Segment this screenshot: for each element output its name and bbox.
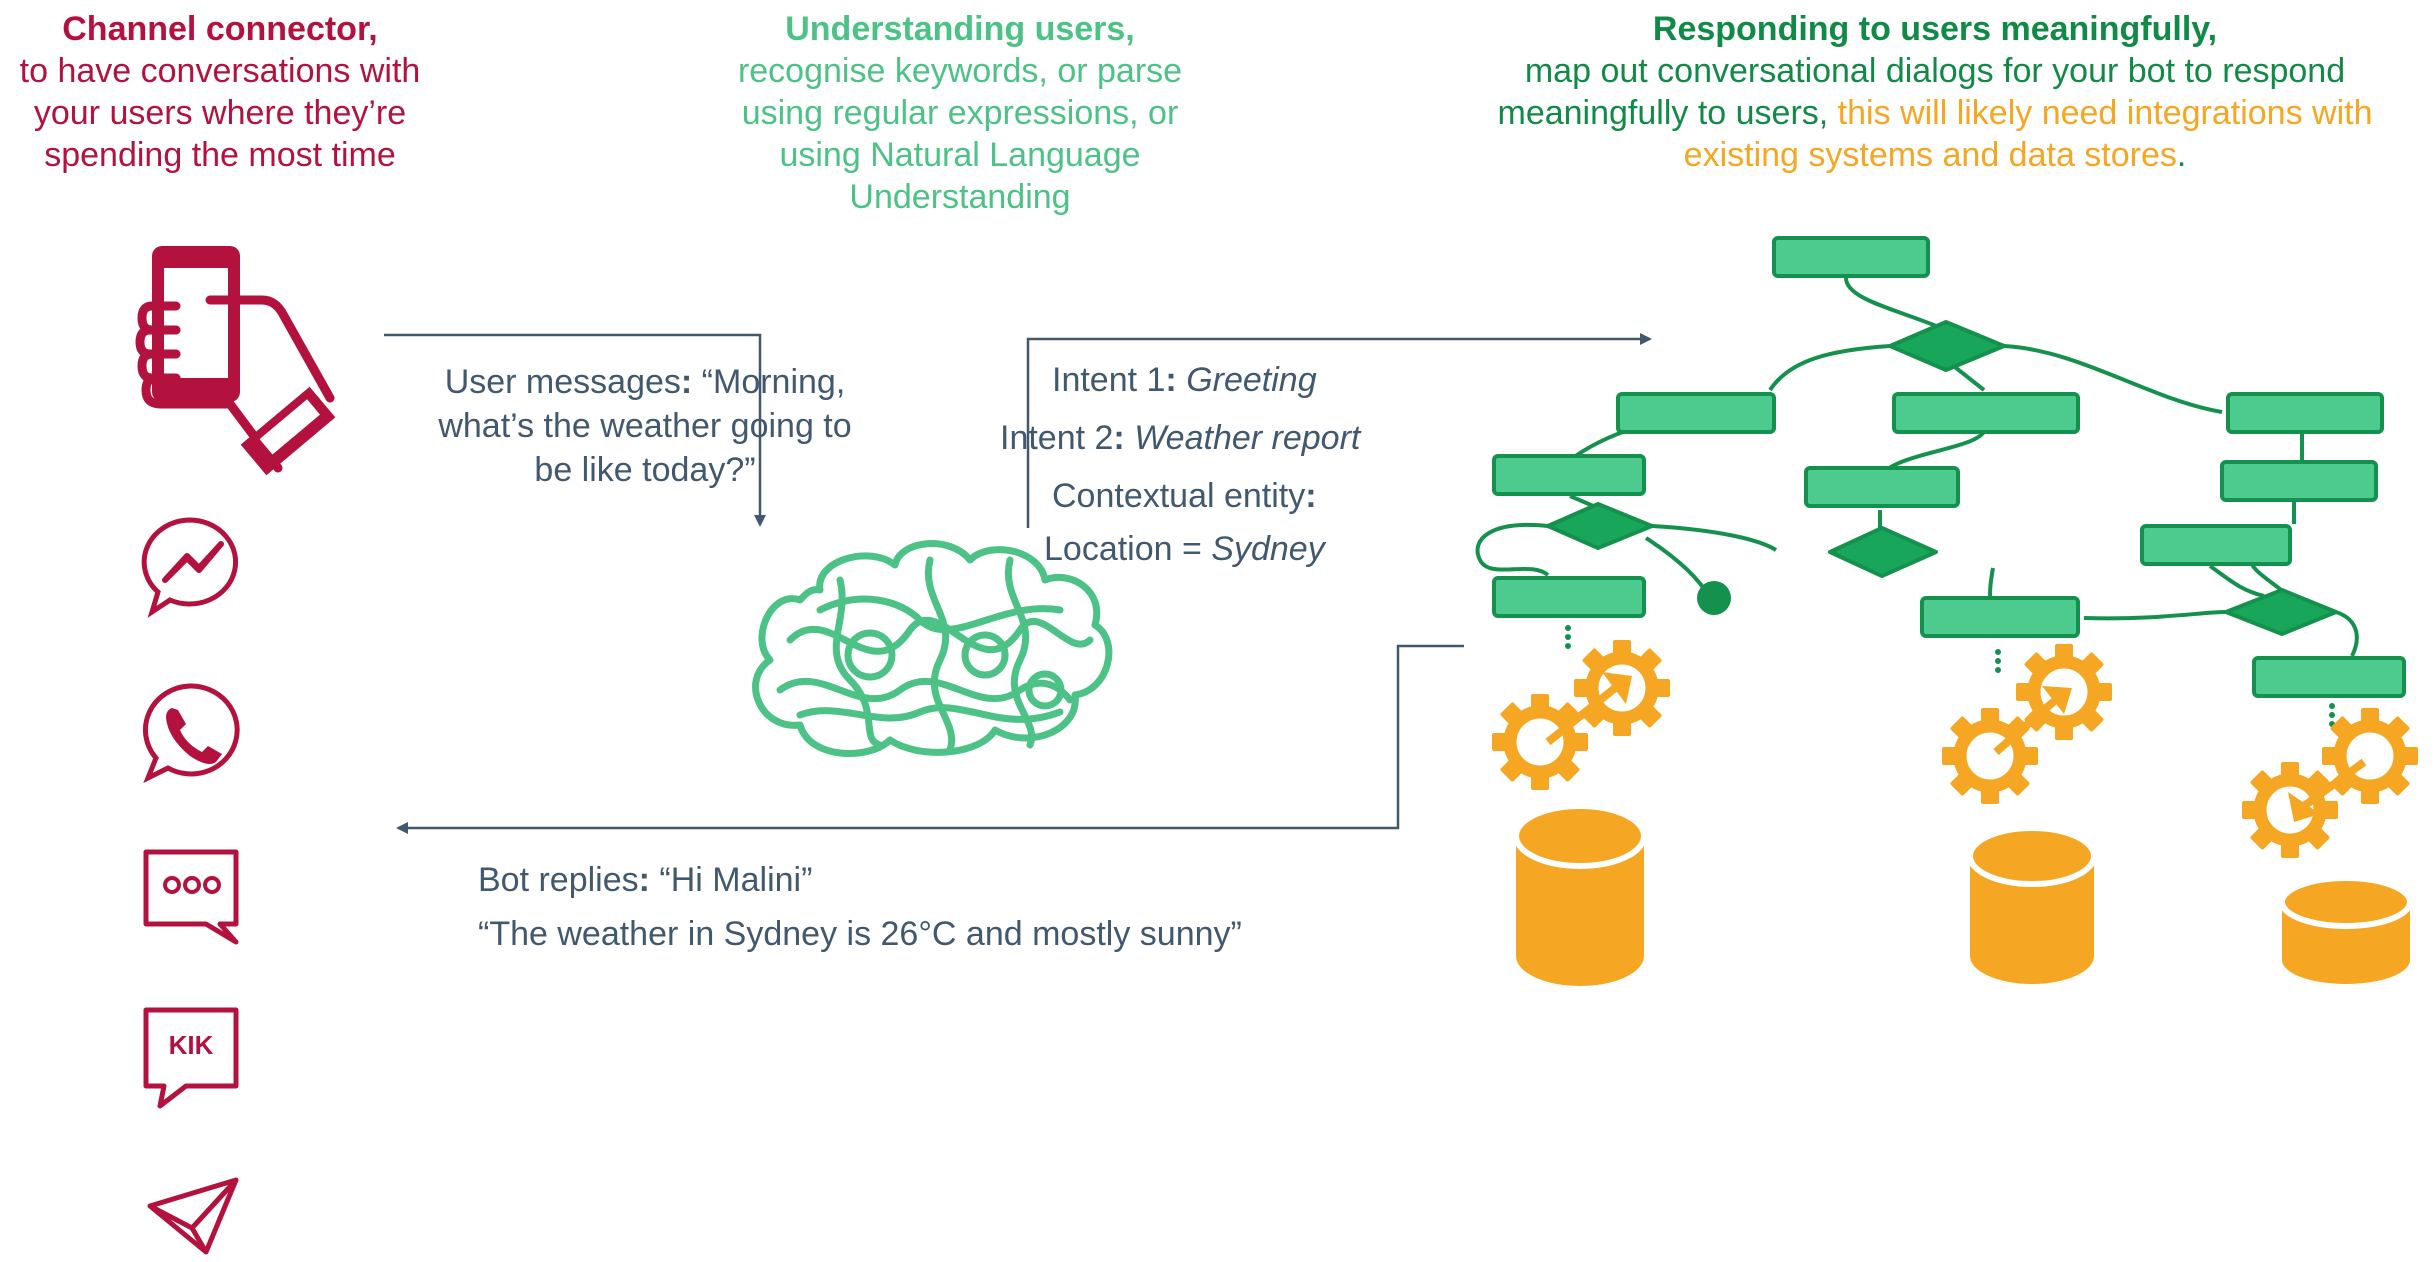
decision-diamond	[1888, 320, 2006, 372]
dialog-node	[1492, 454, 1646, 496]
intent-1-value: Greeting	[1186, 361, 1317, 399]
sms-icon	[143, 849, 239, 945]
user-message-line: what’s the weather going to	[438, 407, 852, 445]
database-icon	[2279, 875, 2413, 984]
integration-text: this will likely need integrations with	[1837, 94, 2373, 132]
responding-users-title: Responding to users meaningfully,	[1652, 10, 2218, 48]
bot-reply-weather: “The weather in Sydney is 26°C and mostl…	[478, 915, 1242, 953]
intent-1-text: Intent 1: Greeting	[1052, 361, 1317, 399]
database-icon	[1513, 803, 1647, 986]
contextual-entity-label: Contextual entity	[1052, 477, 1306, 515]
dialog-node	[2226, 392, 2384, 434]
responding-users-line: existing systems and data stores.	[1440, 134, 2430, 176]
dialog-node	[2252, 656, 2406, 698]
user-message-line: be like today?”	[534, 451, 756, 489]
bot-reply-label: Bot replies	[478, 861, 639, 899]
database-icon	[1967, 825, 2097, 984]
dialog-node	[1772, 236, 1930, 278]
location-entity-text: Location = Sydney	[1044, 527, 1325, 571]
telegram-icon	[147, 1177, 239, 1255]
decision-diamond	[1546, 502, 1654, 550]
dialog-decisions	[1546, 320, 2338, 636]
brain-icon	[752, 540, 1113, 757]
integration-gears-3	[2242, 708, 2418, 858]
dialog-node	[1920, 596, 2080, 638]
dialog-node	[2220, 460, 2378, 502]
dialog-node	[1616, 392, 1776, 434]
decision-diamond	[2224, 588, 2338, 636]
phone-in-hand-icon	[135, 246, 336, 476]
understanding-users-line: using regular expressions, or	[741, 94, 1179, 132]
responding-users-heading: Responding to users meaningfully, map ou…	[1440, 8, 2430, 176]
decision-diamond	[1828, 526, 1938, 578]
channel-connector-heading: Channel connector, to have conversations…	[0, 8, 440, 176]
messenger-icon	[141, 517, 239, 618]
intent-2-value: Weather report	[1134, 419, 1361, 457]
channel-connector-line: your users where they’re	[33, 94, 407, 132]
kik-icon: KIK	[143, 1007, 239, 1109]
understanding-users-title: Understanding users,	[785, 10, 1135, 48]
dialog-node	[2140, 524, 2292, 566]
user-message-label: User messages	[444, 363, 681, 401]
understanding-users-line: Understanding	[849, 178, 1071, 216]
dialog-node	[1892, 392, 2080, 434]
intent-1-label: Intent 1	[1052, 361, 1166, 399]
integration-gears-2	[1942, 644, 2112, 804]
dialog-end-node	[1697, 581, 1731, 615]
understanding-users-heading: Understanding users, recognise keywords,…	[660, 8, 1260, 218]
kik-label: KIK	[169, 1030, 214, 1060]
location-label: Location =	[1044, 530, 1212, 568]
user-message-text: User messages: “Morning, what’s the weat…	[410, 360, 880, 492]
integration-text: existing systems and data stores	[1683, 136, 2177, 174]
dialog-nodes	[1492, 236, 2406, 698]
channel-connector-title: Channel connector,	[62, 10, 378, 48]
understanding-users-line: using Natural Language	[779, 136, 1141, 174]
user-message-line: User messages: “Morning,	[444, 363, 846, 401]
dialog-node	[1492, 576, 1646, 618]
channel-connector-line: spending the most time	[44, 136, 396, 174]
ellipsis-dots	[1565, 625, 2335, 727]
whatsapp-icon	[142, 683, 240, 784]
integration-gears-1	[1492, 640, 1670, 790]
intent-2-text: Intent 2: Weather report	[1000, 419, 1361, 457]
understanding-users-line: recognise keywords, or parse	[737, 52, 1183, 90]
dialog-node	[1804, 466, 1960, 508]
bot-reply-greeting: Bot replies: “Hi Malini”	[478, 861, 813, 899]
user-message-arrow	[384, 333, 766, 527]
location-value: Sydney	[1211, 530, 1325, 568]
heading-period: .	[2176, 136, 2187, 174]
bot-reply-arrow	[396, 644, 1464, 834]
bot-reply-greeting-text: “Hi Malini”	[649, 861, 813, 899]
channel-connector-line: to have conversations with	[19, 52, 421, 90]
contextual-entity-text: Contextual entity:	[1052, 477, 1317, 515]
responding-users-line: map out conversational dialogs for your …	[1524, 52, 2346, 90]
intent-2-label: Intent 2	[1000, 419, 1114, 457]
user-message-quote: “Morning,	[692, 363, 846, 401]
responding-green-text: meaningfully to users,	[1497, 94, 1838, 132]
responding-users-line: meaningfully to users, this will likely …	[1440, 92, 2430, 134]
nlu-output-arrow	[1026, 333, 1652, 528]
